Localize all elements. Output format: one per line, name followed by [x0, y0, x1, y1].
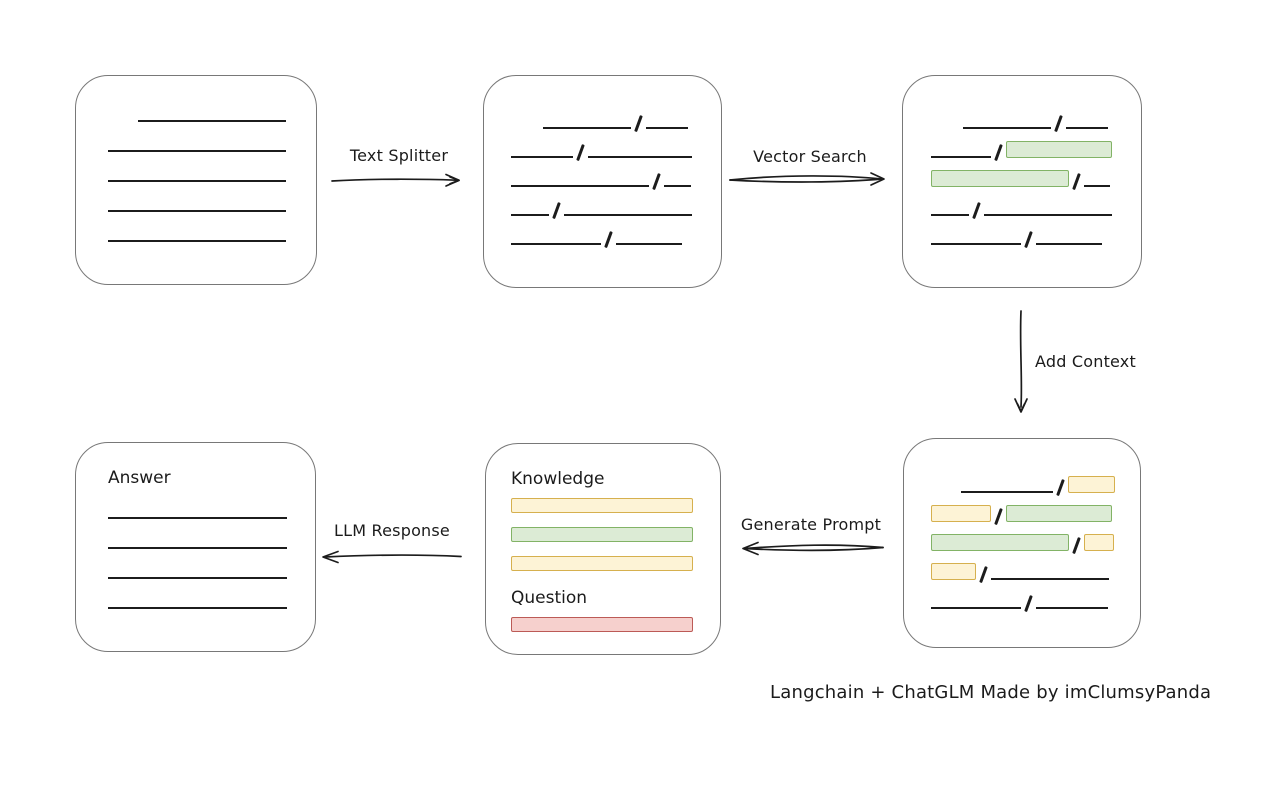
node-vector-matched-chunks: [902, 75, 1142, 288]
prompt-bar-red: [511, 617, 693, 632]
text-line: [983, 214, 1112, 216]
text-line: [931, 214, 969, 216]
slash-separator: [1056, 479, 1065, 496]
caption: Langchain + ChatGLM Made by imClumsyPand…: [770, 682, 1212, 703]
slash-separator: [994, 508, 1003, 525]
text-line: [563, 214, 692, 216]
chunk-row: [931, 563, 1140, 583]
chunk-highlight-yellow: [1083, 534, 1114, 551]
chunk-row: [931, 505, 1140, 525]
chunk-highlight-yellow: [1067, 476, 1115, 493]
text-line: [931, 243, 1021, 245]
chunk-row: [511, 170, 721, 190]
text-line: [108, 180, 286, 182]
text-line: [108, 210, 286, 212]
chunk-highlight-green: [931, 534, 1069, 551]
slash-separator: [576, 144, 585, 161]
slash-separator: [652, 173, 661, 190]
text-line: [108, 240, 286, 242]
node-context-chunks: [903, 438, 1141, 648]
node-prompt: Knowledge Question: [485, 443, 721, 655]
chunk-row: [511, 141, 721, 161]
slash-separator: [1054, 115, 1063, 132]
knowledge-label: Knowledge: [511, 469, 605, 489]
text-line: [1065, 127, 1108, 129]
text-line: [108, 577, 287, 579]
text-line: [108, 607, 287, 609]
slash-separator: [552, 202, 561, 219]
node-source-document: [75, 75, 317, 285]
question-bars: [511, 617, 720, 632]
prompt-bar-yellow: [511, 556, 693, 571]
question-label: Question: [511, 588, 588, 608]
slash-separator: [1072, 537, 1081, 554]
text-line: [615, 243, 682, 245]
slash-separator: [972, 202, 981, 219]
text-splitter-arrow-icon: [331, 173, 460, 187]
chunk-row: [931, 592, 1140, 612]
chunk-highlight-yellow: [931, 505, 991, 522]
text-line: [645, 127, 688, 129]
text-line: [511, 243, 601, 245]
slash-separator: [1024, 595, 1033, 612]
slash-separator: [979, 566, 988, 583]
prompt-bar-green: [511, 527, 693, 542]
node-answer: Answer: [75, 442, 316, 652]
generate-prompt-label: Generate Prompt: [740, 515, 882, 534]
text-line: [543, 127, 631, 129]
text-line: [963, 127, 1051, 129]
text-line: [108, 150, 286, 152]
answer-lines: [108, 517, 315, 609]
text-line: [108, 517, 287, 519]
chunk-row: [931, 228, 1141, 248]
text-line: [138, 120, 286, 122]
chunk-row: [931, 534, 1140, 554]
text-line: [511, 214, 549, 216]
slash-separator: [604, 231, 613, 248]
llm-response-arrow-icon: [322, 550, 462, 564]
text-line: [931, 156, 991, 158]
vector-search-label: Vector Search: [753, 147, 867, 166]
chunk-row: [931, 170, 1141, 190]
text-line: [1035, 243, 1102, 245]
node-text-chunks: [483, 75, 722, 288]
answer-label: Answer: [108, 468, 171, 488]
chunk-row: [511, 228, 721, 248]
knowledge-bars: [511, 498, 720, 571]
chunk-row: [931, 141, 1141, 161]
text-line: [108, 547, 287, 549]
chunk-row: [931, 199, 1141, 219]
llm-response-label: LLM Response: [334, 521, 450, 540]
text-line: [587, 156, 692, 158]
chunk-row: [931, 476, 1140, 496]
chunk-highlight-yellow: [931, 563, 976, 580]
chunk-row: [511, 199, 721, 219]
chunk-highlight-green: [1005, 505, 1112, 522]
add-context-label: Add Context: [1035, 352, 1136, 371]
chunk-row: [511, 112, 721, 132]
chunk-highlight-green: [1005, 141, 1112, 158]
text-line: [663, 185, 691, 187]
chunk-highlight-green: [931, 170, 1069, 187]
slash-separator: [1072, 173, 1081, 190]
prompt-bar-yellow: [511, 498, 693, 513]
slash-separator: [994, 144, 1003, 161]
slash-separator: [1024, 231, 1033, 248]
text-line: [511, 156, 573, 158]
text-line: [1083, 185, 1110, 187]
text-line: [931, 607, 1021, 609]
slash-separator: [634, 115, 643, 132]
text-line: [961, 491, 1053, 493]
chunk-row: [931, 112, 1141, 132]
text-line: [990, 578, 1109, 580]
add-context-arrow-icon: [1014, 310, 1028, 413]
vector-search-arrow-icon: [729, 172, 885, 186]
text-line: [1035, 607, 1108, 609]
text-line: [511, 185, 649, 187]
text-splitter-label: Text Splitter: [349, 146, 449, 165]
generate-prompt-arrow-icon: [742, 541, 884, 556]
